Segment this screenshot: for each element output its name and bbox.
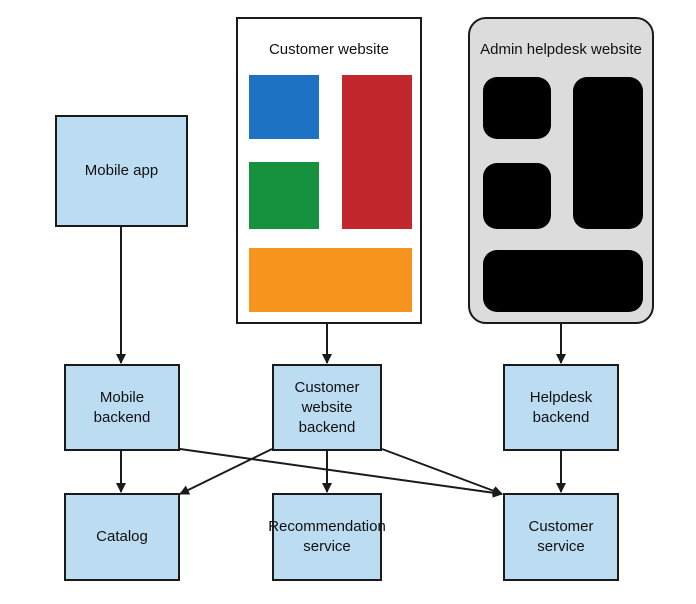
admin-helpdesk-title: Admin helpdesk website xyxy=(480,41,642,58)
customer-website-frame: Customer website xyxy=(236,17,422,324)
black-block-tall-right xyxy=(573,77,643,229)
mobile-backend-node: Mobile backend xyxy=(64,364,180,451)
customer-service-node: Customer service xyxy=(503,493,619,581)
black-block-bottom-wide xyxy=(483,250,643,312)
admin-helpdesk-frame: Admin helpdesk website xyxy=(468,17,654,324)
recommendation-service-node: Recommendation service xyxy=(268,493,386,581)
edge-website-backend-to-customer-service xyxy=(381,448,503,496)
catalog-node: Catalog xyxy=(64,493,180,581)
edge-mobile-backend-to-customer-service xyxy=(179,448,503,498)
black-block-top-left xyxy=(483,77,551,139)
black-block-mid-left xyxy=(483,163,551,229)
blue-block xyxy=(249,75,319,139)
edge-website-backend-to-catalog xyxy=(179,448,273,495)
orange-block xyxy=(249,248,412,312)
mobile-app-node: Mobile app xyxy=(55,115,188,227)
red-block xyxy=(342,75,412,229)
helpdesk-backend-node: Helpdesk backend xyxy=(503,364,619,451)
customer-website-title: Customer website xyxy=(268,41,390,58)
customer-website-backend-node: Customer website backend xyxy=(272,364,382,451)
green-block xyxy=(249,162,319,229)
